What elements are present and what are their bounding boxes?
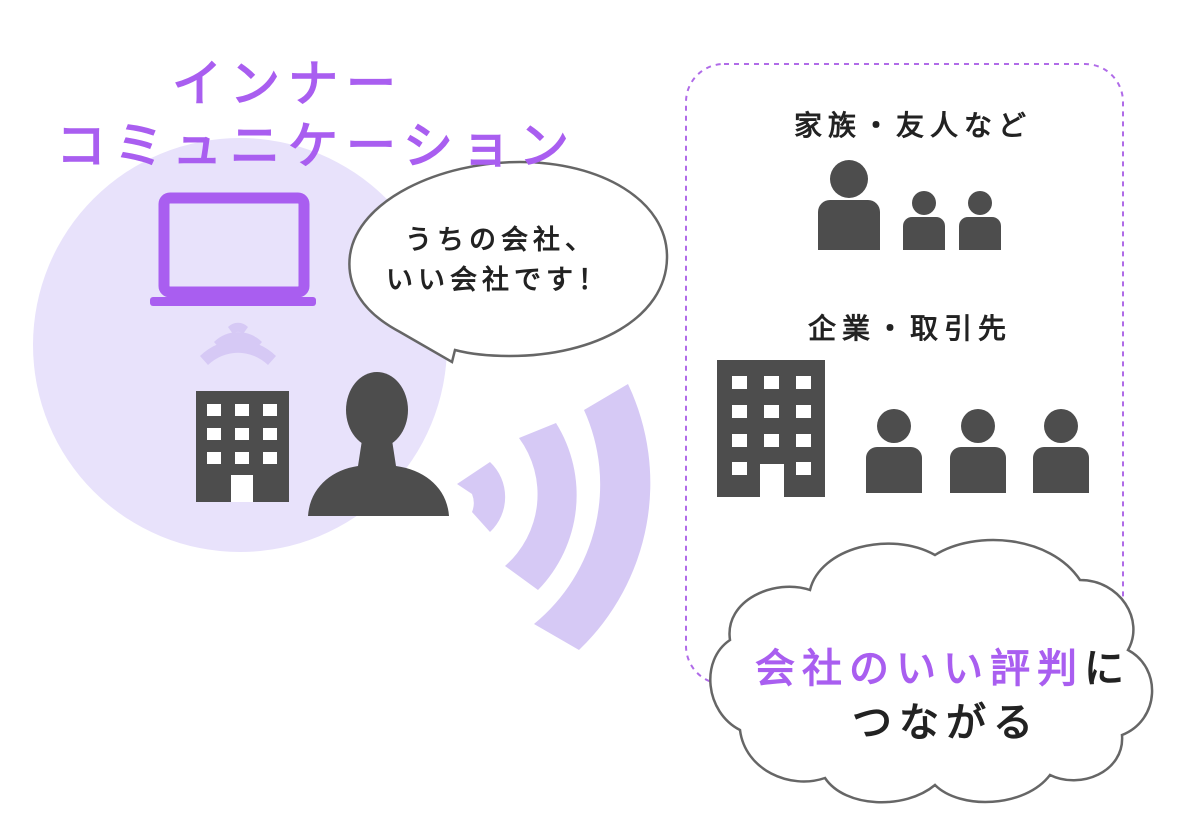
result-line-1: 会社のいい評判に (755, 636, 1131, 694)
result-line-2: つながる (852, 700, 1040, 746)
wifi-signal-icon (200, 322, 276, 365)
person-icon (1033, 409, 1089, 493)
office-building-icon (196, 391, 289, 502)
person-icon (950, 409, 1006, 493)
speech-bubble (348, 160, 669, 364)
family-friends-label: 家族・友人など (794, 109, 1033, 142)
office-building-icon-large (717, 360, 825, 497)
person-bust-icon (308, 372, 449, 516)
person-icon-small (903, 191, 945, 250)
result-highlight: 会社のいい評判 (755, 646, 1084, 692)
title-line-1: インナー (172, 55, 404, 113)
laptop-icon (150, 192, 316, 306)
person-icon-large (818, 160, 880, 250)
speech-bubble-line-2: いい会社です！ (386, 265, 610, 296)
result-particle: に (1084, 646, 1131, 692)
broadcast-waves-icon (457, 384, 651, 650)
business-partners-label: 企業・取引先 (808, 312, 1013, 345)
person-icon-small (959, 191, 1001, 250)
person-icon (866, 409, 922, 493)
thought-cloud (709, 538, 1154, 804)
speech-bubble-line-1: うちの会社、 (405, 225, 597, 256)
title-line-2: コミュニケーション (56, 117, 577, 175)
